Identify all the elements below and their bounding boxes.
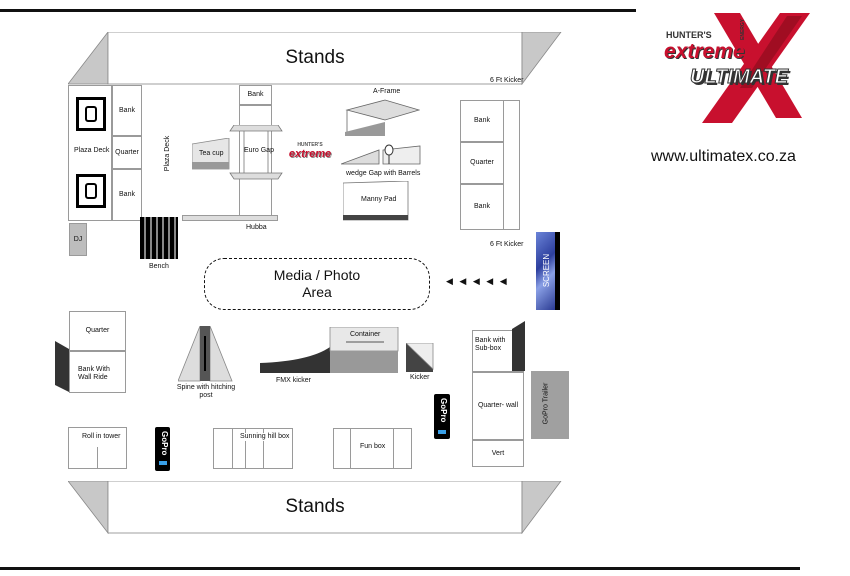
tea-cup (192, 138, 230, 170)
extreme-logo-small: HUNTER'S extreme (288, 142, 332, 160)
wedge-gap (341, 144, 421, 165)
bank-plaza-top: Bank (112, 85, 142, 136)
a-frame-label: A-Frame (373, 88, 401, 95)
bank-euro: Bank (239, 85, 272, 105)
fun-box-label: Fun box (360, 443, 386, 450)
kicker-6ft-top-label: 6 Ft Kicker (490, 77, 524, 84)
fun-box (333, 428, 412, 469)
fmx-kicker (260, 327, 399, 373)
bank-right-bottom: Bank (460, 184, 504, 230)
euro-gap-rails (229, 125, 283, 180)
media-area-label-2: Area (302, 284, 332, 300)
quarter-left: Quarter (69, 311, 126, 351)
bank-subbox-label: Bank with Sub-box (475, 337, 506, 352)
kicker (406, 343, 434, 372)
fmx-kicker-label: FMX kicker (276, 377, 311, 384)
gopro-trailer (531, 371, 569, 439)
plaza-deck-vertical-label: Plaza Deck (164, 135, 172, 172)
screen-label: SCREEN (542, 253, 552, 288)
euro-gap-column (239, 105, 272, 218)
stands-bottom (68, 481, 562, 534)
roll-in-tower-divider (97, 447, 98, 469)
quarter-wall: Quarter- wall (472, 372, 524, 440)
plaza-deck-label: Plaza Deck (74, 147, 110, 154)
logo-hunters-text: HUNTER'S (666, 30, 712, 40)
logo-extreme-text: extreme (664, 40, 745, 63)
spine (178, 326, 233, 382)
sunning-hill-divider-1 (232, 428, 233, 469)
kicker-label: Kicker (410, 374, 430, 381)
bank-plaza-bottom: Bank (112, 169, 142, 221)
top-rule (0, 9, 636, 12)
fun-box-divider-1 (350, 428, 351, 469)
arrows-to-media: ◀ ◀ ◀ ◀ ◀ (446, 276, 509, 286)
plaza-rail-icon-bottom (76, 174, 106, 208)
red-x-icon (702, 13, 810, 123)
screen (536, 232, 560, 310)
wall-ride-wall (55, 341, 69, 392)
logo-energy-text: ENERGY (740, 18, 746, 40)
gopro-logo-right: GoPro (434, 394, 450, 439)
bench-label: Bench (149, 263, 169, 270)
gopro-logo-left: GoPro (155, 427, 170, 471)
sunning-hill-divider-2 (245, 428, 246, 469)
quarter-right: Quarter (460, 142, 504, 184)
wedge-gap-label: wedge Gap with Barrels (346, 170, 421, 177)
website-url[interactable]: www.ultimatex.co.za (651, 148, 796, 165)
ultimatex-logo: HUNTER'S extreme ENERGY ULTIMATE (662, 8, 822, 130)
bench (140, 217, 178, 259)
bank-wall-ride (69, 351, 126, 393)
euro-gap-label: Euro Gap (244, 147, 274, 154)
dj-booth: DJ (69, 223, 87, 256)
a-frame (345, 99, 420, 136)
manny-pad (343, 181, 409, 221)
fun-box-divider-2 (393, 428, 394, 469)
media-photo-area (204, 258, 430, 310)
kicker-6ft-bottom-label: 6 Ft Kicker (490, 241, 524, 248)
stands-top (68, 32, 562, 85)
subbox-wall (512, 321, 525, 371)
bank-right-top: Bank (460, 100, 504, 142)
sunning-hill-divider-3 (263, 428, 264, 469)
container-label: Container (350, 331, 381, 338)
roll-in-tower-label: Roll in tower (82, 433, 121, 440)
vert-ramp: Vert (472, 440, 524, 467)
hubba (182, 215, 278, 221)
manny-pad-label: Manny Pad (361, 196, 397, 203)
stands-bottom-label: Stands (285, 496, 345, 517)
quarter-plaza: Quarter (112, 136, 142, 169)
hubba-label: Hubba (246, 224, 267, 231)
sunning-hill-box-label: Sunning hill box (240, 433, 290, 441)
spine-label: Spine with hitching post (176, 384, 236, 399)
plaza-rail-icon-top (76, 97, 106, 131)
media-area-label-1: Media / Photo (273, 267, 361, 283)
gopro-trailer-label: GoPro Trailer (542, 382, 550, 425)
bottom-rule (0, 567, 800, 570)
bank-wall-ride-label: Bank With Wall Ride (78, 366, 110, 381)
tea-cup-label: Tea cup (199, 150, 224, 157)
stands-top-label: Stands (285, 47, 345, 68)
logo-ultimate-text: ULTIMATE (689, 66, 789, 89)
